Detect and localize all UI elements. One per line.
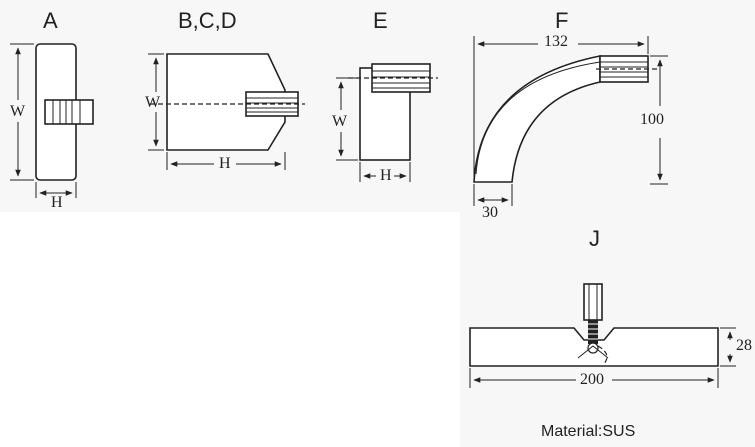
view-f-label: F	[555, 8, 569, 33]
view-f-drawing	[473, 36, 668, 206]
view-e-height-dimension: H	[380, 167, 392, 184]
view-bcd-label: B,C,D	[178, 8, 237, 33]
view-j-label: J	[589, 226, 600, 251]
view-e-label: E	[373, 8, 388, 33]
view-j-drawing	[469, 283, 736, 388]
view-bcd-drawing	[148, 53, 305, 170]
view-f-height-dimension: 100	[640, 111, 664, 128]
view-a-label: A	[43, 8, 58, 33]
view-j-length-dimension: 200	[580, 371, 604, 388]
view-a-width-dimension: W	[10, 103, 26, 120]
view-f-base-dimension: 30	[482, 204, 498, 221]
view-f-width-dimension: 132	[544, 33, 568, 50]
view-j-thickness-dimension: 28	[736, 337, 752, 354]
view-bcd-width-dimension: W	[145, 94, 161, 111]
view-a-height-dimension: H	[51, 194, 63, 211]
view-a-drawing	[10, 43, 94, 198]
view-bcd-height-dimension: H	[219, 155, 231, 172]
view-e-drawing	[336, 63, 438, 182]
view-e-width-dimension: W	[332, 113, 348, 130]
material-note: Material:SUS	[541, 423, 636, 440]
